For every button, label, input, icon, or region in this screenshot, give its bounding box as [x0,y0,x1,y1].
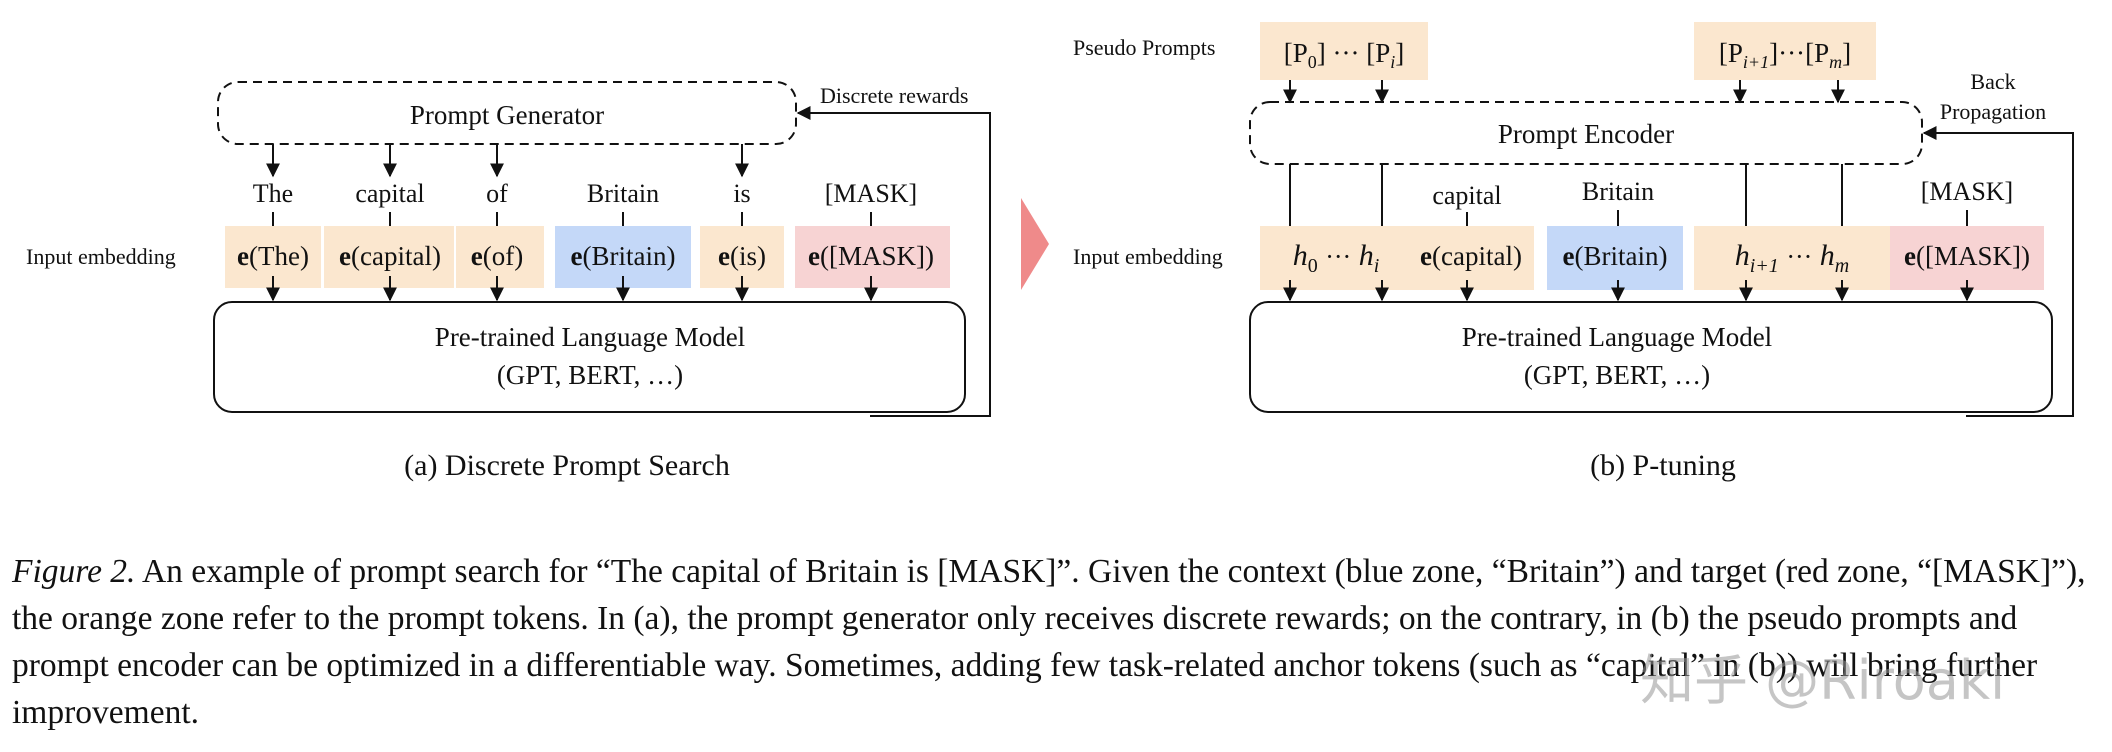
token-mask-b: [MASK] [1921,177,2013,206]
backprop-feedback-line [1922,126,2074,417]
panel-a: Prompt Generator Discrete rewards The ca… [26,81,991,482]
watermark: 知乎 @Riroaki [1640,649,2006,712]
embedding-model-arrows-b [1283,280,1974,302]
language-model-subtitle-a: (GPT, BERT, …) [497,360,683,390]
prompt-encoder-label: Prompt Encoder [1498,119,1674,149]
token-capital-b: capital [1432,181,1501,210]
reward-feedback-line [796,106,991,417]
prompt-generator-label: Prompt Generator [410,100,604,130]
embedding-britain: e(Britain) [571,241,676,271]
token-britain: Britain [587,179,659,208]
embedding-box-britain-b [1547,226,1683,290]
input-embedding-label-b: Input embedding [1073,244,1223,269]
embedding-box-prefix [1260,226,1534,290]
language-model-subtitle-b: (GPT, BERT, …) [1524,360,1710,390]
embedding-of: e(of) [471,241,523,271]
embedding-is: e(is) [718,241,766,271]
token-mask: [MASK] [825,179,917,208]
prompt-encoder-box [1249,101,1923,165]
figure-caption-text: An example of prompt search for “The cap… [12,553,2086,731]
language-model-box-b [1249,301,2053,413]
generator-token-arrows [266,144,749,178]
embedding-capital-b: e(capital) [1420,241,1522,271]
subcaption-b: (b) P-tuning [1590,449,1736,482]
token-capital: capital [355,179,424,208]
pseudo-prompt-box-2 [1694,22,1876,80]
embedding-box-mask [795,226,950,288]
embedding-box-suffix [1694,226,1890,290]
subcaption-a: (a) Discrete Prompt Search [404,449,730,482]
embedding-britain-b: e(Britain) [1563,241,1668,271]
embedding-box-mask-b [1890,226,2044,290]
language-model-title-b: Pre-trained Language Model [1462,322,1772,352]
token-of: of [486,179,508,208]
discrete-rewards-label: Discrete rewards [820,83,968,108]
diagram: Prompt Generator Discrete rewards The ca… [26,22,2074,482]
embedding-model-arrows [266,276,878,302]
pseudo-encoder-arrows [1283,80,1845,104]
backprop-label-line2: Propagation [1940,99,2046,124]
pseudo-prompts-label: Pseudo Prompts [1073,35,1215,60]
token-the: The [253,179,293,208]
panel-transition-arrow [1021,198,1049,290]
language-model-box-a [213,301,966,413]
input-embedding-label-a: Input embedding [26,244,176,269]
hidden-prefix: h0 ··· hi [1293,239,1380,277]
backprop-label-line1: Back [1970,69,2015,94]
figure-label: Figure 2. [12,553,136,590]
panel-b: Pseudo Prompts [P0] ··· [Pi] [Pi+1]···[P… [1073,22,2074,482]
embedding-box-of [456,226,544,288]
figure-caption: Figure 2. An example of prompt search fo… [12,548,2100,736]
token-britain-b: Britain [1582,177,1654,206]
token-is: is [733,179,750,208]
pseudo-prompt-box-1 [1260,22,1428,80]
embedding-the: e(The) [237,241,309,271]
embedding-mask: e([MASK]) [808,241,934,271]
embedding-capital: e(capital) [339,241,441,271]
embedding-mask-b: e([MASK]) [1904,241,2030,271]
pseudo-prompt-text-1: [P0] ··· [Pi] [1284,38,1405,72]
hidden-suffix: hi+1 ··· hm [1735,239,1850,277]
prompt-generator-box [217,81,797,145]
pseudo-prompt-text-2: [Pi+1]···[Pm] [1719,38,1851,72]
language-model-title-a: Pre-trained Language Model [435,322,745,352]
